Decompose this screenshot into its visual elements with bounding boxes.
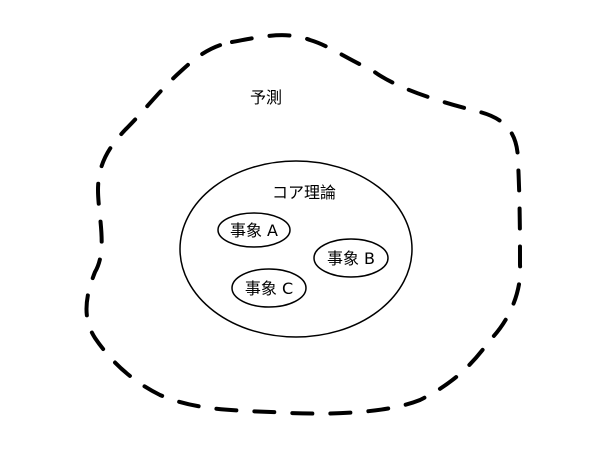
event-a-ellipse: [217, 212, 291, 248]
event-b-ellipse: [313, 238, 389, 278]
core-theory-label: コア理論: [272, 183, 336, 202]
core-theory-circle: [179, 160, 413, 338]
event-a-label: 事象 A: [230, 221, 278, 240]
event-c-label: 事象 C: [245, 279, 293, 298]
prediction-label: 予測: [250, 88, 282, 107]
event-c-ellipse: [231, 268, 307, 308]
prediction-boundary: [84, 33, 523, 416]
event-b-label: 事象 B: [327, 249, 375, 268]
